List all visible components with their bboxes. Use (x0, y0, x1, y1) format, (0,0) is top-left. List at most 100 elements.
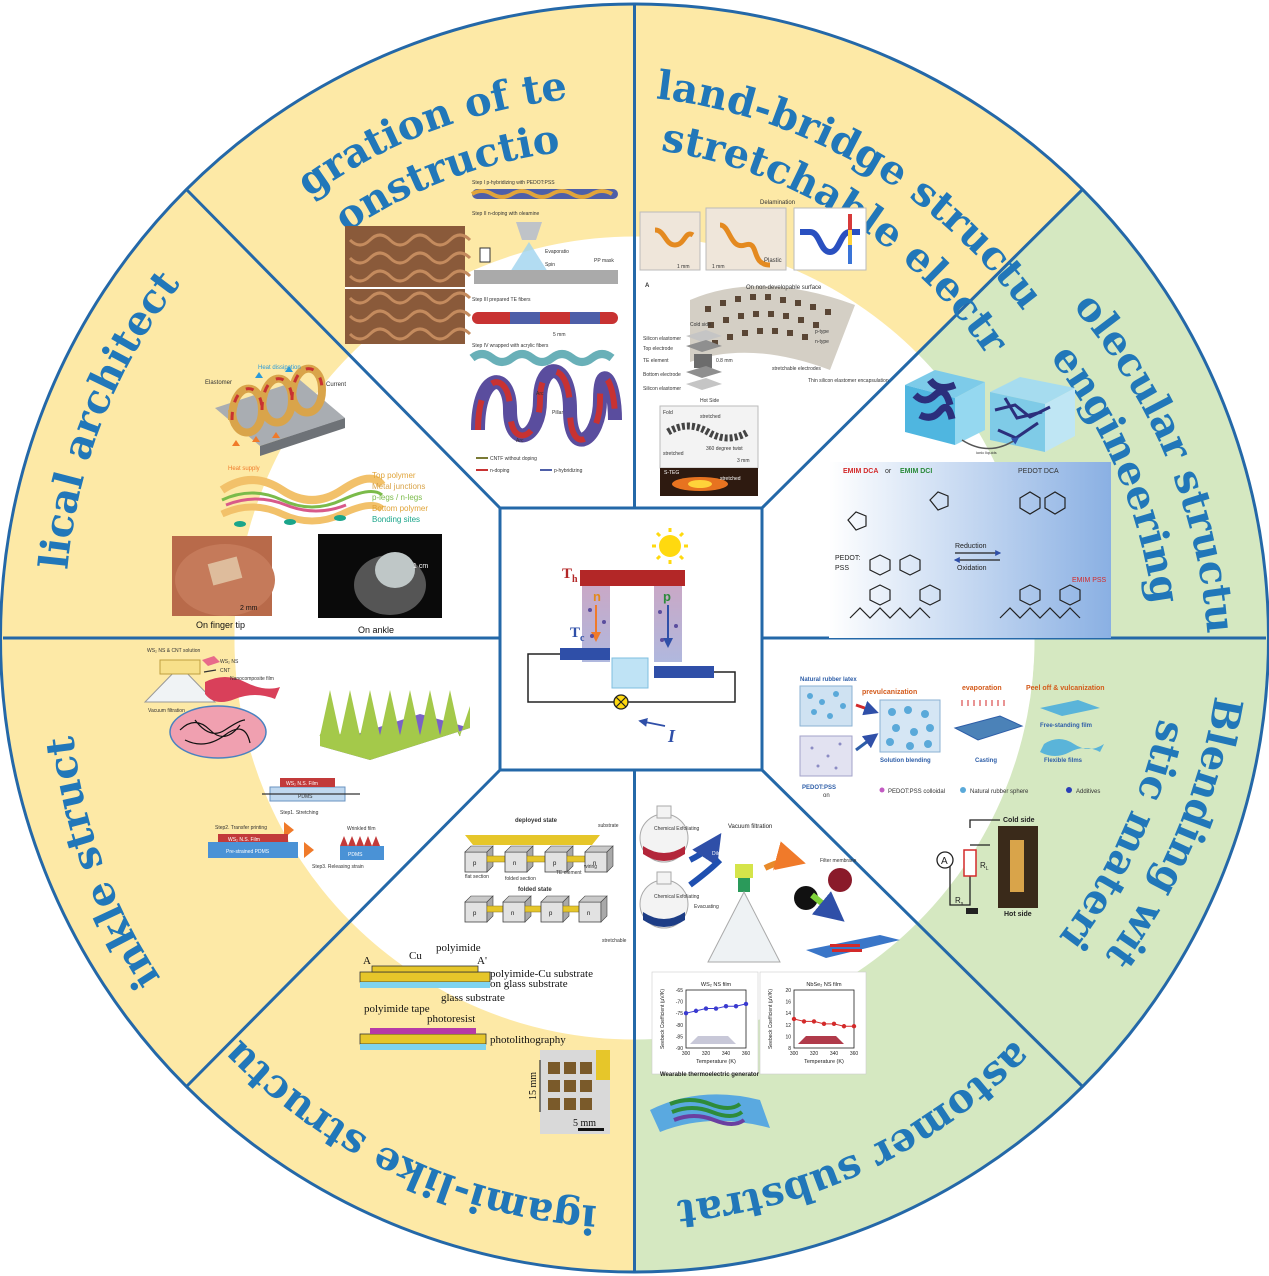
pdms-b-label: PDMS (348, 852, 363, 858)
y-tick-label: 16 (785, 1000, 791, 1006)
y-tick-label: 10 (785, 1034, 791, 1040)
p-leg-label: p (663, 589, 671, 604)
scale-3mm: 3 mm (737, 458, 750, 464)
cold-plate-left (560, 648, 610, 660)
reduction-label: Reduction (955, 543, 987, 550)
pedot-dca-label: PEDOT DCA (1018, 468, 1059, 475)
metal-junctions-label: Metal junctions (372, 482, 425, 491)
te-wiring (486, 905, 504, 913)
bonding-sites-label: Bonding sites (372, 515, 420, 524)
data-point (703, 1006, 709, 1011)
flexible-film (1040, 739, 1104, 756)
arc-label-bottom: Arc (516, 438, 524, 444)
prestrained-label: Pre-strained PDMS (226, 849, 270, 855)
te-block-label: p (473, 911, 477, 917)
wearable-label: Wearable thermoelectric generator (660, 1072, 760, 1078)
film-label: WS₂ N.S. Film (286, 781, 318, 787)
molecular-panel: ionic liquids EMIM DCA or EMIM DCI PEDOT… (829, 370, 1111, 638)
te-block-label: n (513, 861, 516, 867)
nanocomposite-film (205, 677, 280, 703)
photolithography-label: photolithography (490, 1034, 566, 1046)
delamination-label: Delamination (760, 200, 795, 206)
data-point (801, 1019, 807, 1024)
rl-resistor (963, 849, 977, 877)
y-tick-label: -65 (676, 988, 683, 994)
wrinkled-label: Wrinkled film (347, 826, 376, 832)
thickness-label: 0.8 mm (716, 358, 733, 364)
bottom-electrode-label: Bottom electrode (643, 372, 681, 378)
cu-label: Cu (409, 950, 422, 962)
finger-caption: On finger tip (196, 620, 245, 630)
legend-colloidal: PEDOT:PSS colloidal (888, 789, 945, 795)
pillar-label: Pillar (552, 410, 563, 416)
evaporation-label: Evaporatio (545, 249, 569, 255)
te-wiring (486, 855, 506, 863)
pp-mask-label: PP mask (594, 258, 614, 264)
chart-frame (651, 971, 759, 1075)
data-point (713, 1006, 719, 1011)
drying-label: Drying (772, 869, 787, 875)
textile-step1: Step I p-hybridizing with PEDOT:PSS (472, 180, 555, 186)
rl-label: RL (980, 861, 989, 872)
emim-dci-label: EMIM DCI (900, 468, 932, 475)
teg-layer-stack (686, 330, 722, 390)
chem-exfoliating-2: Chemical Exfoliating (654, 894, 700, 900)
ammeter-icon (936, 851, 954, 869)
step2-label: Step2. Transfer printing (215, 825, 267, 831)
stretchable-label: stretchable (602, 938, 627, 944)
chemical-structures (847, 491, 1081, 619)
segment-molecular-band (918, 188, 1268, 638)
folded-state-label: folded state (518, 887, 552, 893)
thin-silicon-label: Thin silicon elastomer encapsulation (808, 378, 889, 384)
glass-label: glass substrate (441, 992, 505, 1004)
dilution-label: Dilution (712, 851, 729, 857)
evaporation-blend-label: evaporation (962, 685, 1002, 692)
segment-blending-band (918, 638, 1268, 1088)
scale-15mm: 15 mm (528, 1072, 539, 1100)
silicon-elastomer-b-label: Silicon elastomer (643, 386, 681, 392)
latex-label: Natural rubber latex (800, 677, 857, 683)
free-film-label: Free-standing film (1040, 723, 1092, 729)
a-label: A (363, 955, 371, 967)
helical-panel: Elastomer Heat dissipation Current Heat … (172, 364, 442, 635)
or-label: or (885, 468, 892, 475)
fiber-step4 (469, 350, 615, 366)
te-block-label: n (587, 911, 590, 917)
pss-label: PSS (835, 565, 849, 572)
twist-label: 360 degree twist (706, 446, 743, 452)
y-tick-label: -80 (676, 1023, 683, 1029)
te-wiring (524, 905, 542, 913)
segment-island-band (634, 2, 1084, 355)
pedot-pss-blend-label: PEDOT:PSS (802, 785, 836, 791)
x-tick-label: 320 (810, 1051, 819, 1057)
film-sample (798, 1036, 844, 1044)
sun-icon (652, 528, 688, 564)
top-polymer-layer (219, 474, 386, 504)
measurement-circuit (949, 819, 1000, 906)
pi-tape-label: polyimide tape (364, 1003, 430, 1015)
a-prime-label: A' (477, 955, 487, 967)
legend-cntf: CNTF without doping (490, 456, 537, 462)
data-point (733, 1004, 739, 1009)
ankle-scale: 1 cm (413, 563, 428, 570)
segment-wrinkle-band (1, 638, 351, 1088)
prevulcanization-label: prevulcanization (862, 689, 917, 696)
s-teg-label: S-TEG (664, 470, 679, 476)
textile-scale: 5 mm (553, 332, 566, 338)
cold-plate-right (654, 666, 714, 678)
x-tick-label: 360 (850, 1051, 859, 1057)
y-tick-label: -70 (676, 1000, 683, 1006)
legend-additives: Additives (1076, 789, 1100, 795)
segment-origami-band (185, 922, 635, 1274)
solution-blending-label: Solution blending (880, 758, 931, 764)
bottom-polymer-layer (220, 501, 385, 525)
top-polymer-label: Top polymer (372, 471, 416, 480)
stretchable-electrodes-label: stretchable electrodes (772, 366, 821, 372)
y-tick-label: 8 (788, 1046, 791, 1052)
polyimide-label: polyimide (436, 942, 481, 954)
casting-label: Casting (975, 758, 997, 764)
chart-title: WS₂ NS film (701, 982, 732, 988)
data-point (831, 1021, 837, 1027)
textile-step4: Step IV wrapped with acrylic fibers (472, 343, 549, 349)
knit-photo (345, 226, 465, 344)
